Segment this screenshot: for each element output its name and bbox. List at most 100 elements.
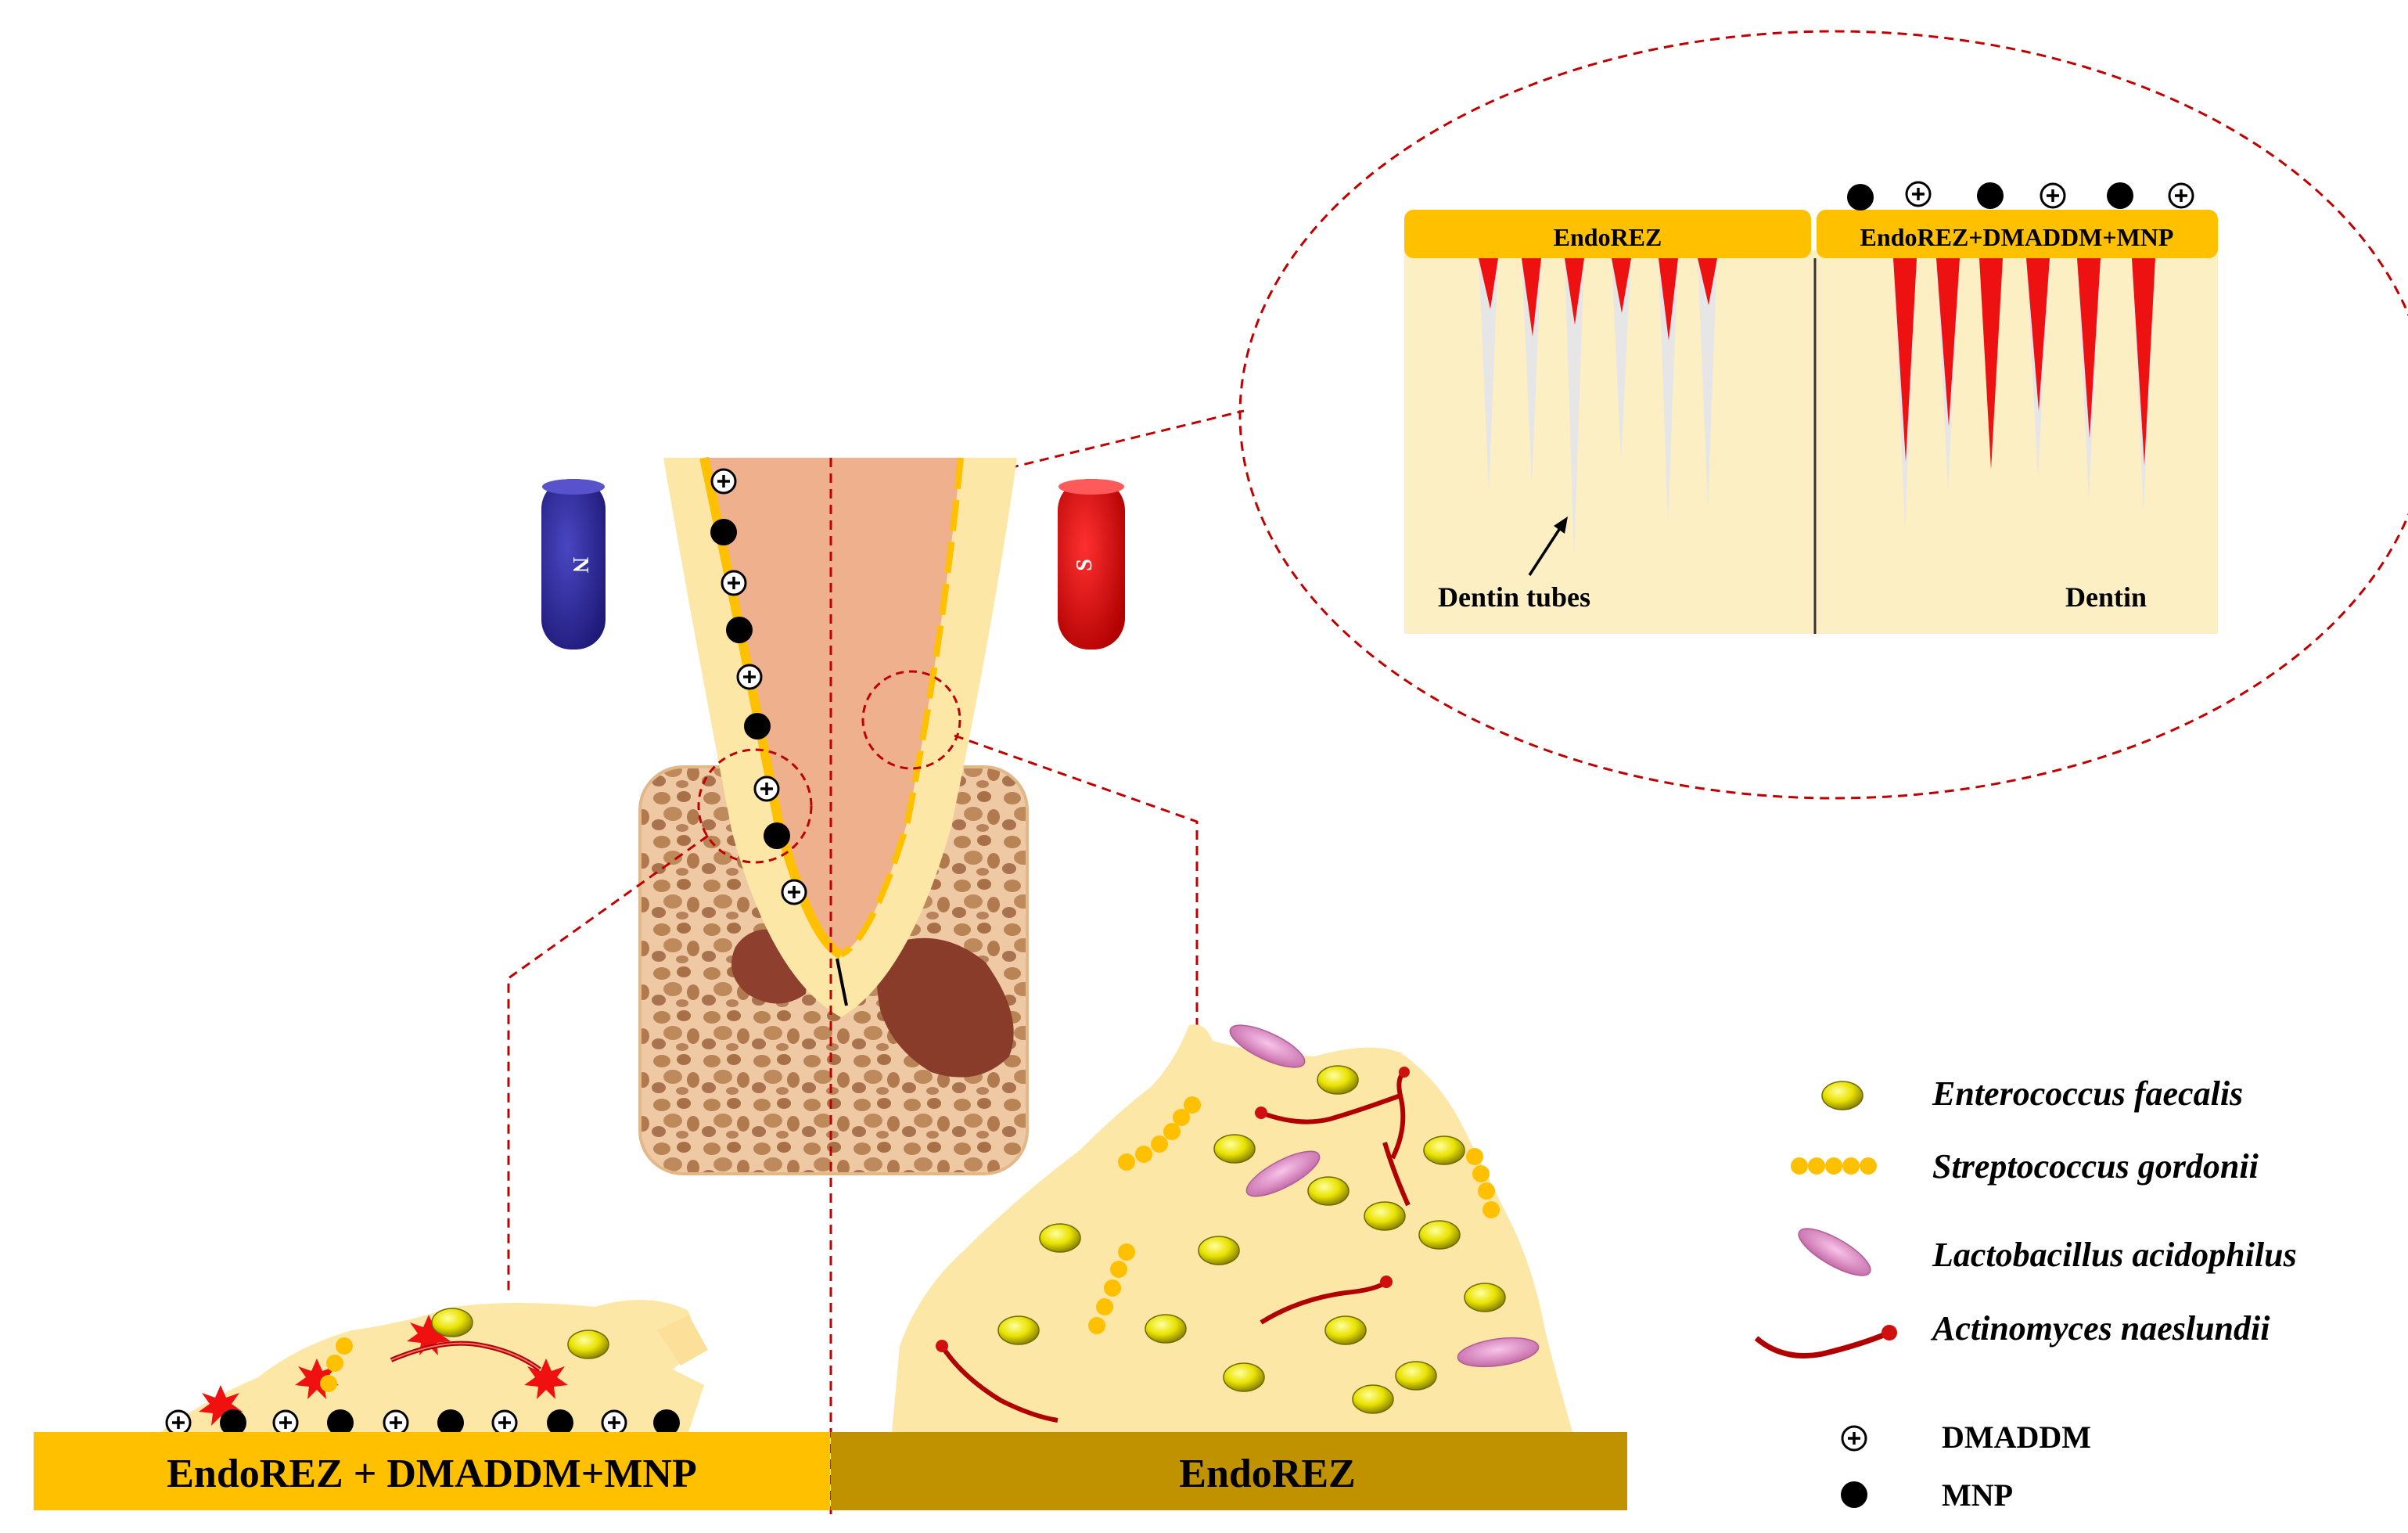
mnp-particle [220,1409,246,1436]
bar-right [831,1432,1627,1510]
inset-left-header [1404,210,1811,258]
enterococcus-cell [1198,1236,1240,1265]
dmaddm-particle [491,1409,518,1436]
dmaddm-particle [383,1409,409,1436]
legend-item-lactobacillus: Lactobacillus acidophilus [1792,1219,2297,1285]
streptococcus-cell [326,1355,343,1372]
dmaddm-particle [753,775,780,802]
enterococcus-cell [997,1315,1040,1345]
legend-label: Enterococcus faecalis [1932,1074,2243,1113]
mnp-icon [1841,1481,1867,1508]
actinomyces-icon [1754,1325,1897,1358]
root-canal [704,458,961,955]
legend-label: MNP [1942,1477,2013,1513]
bar-right-label: EndoREZ [1179,1452,1355,1496]
magnet-north: N [541,479,606,650]
mnp-particle [726,617,753,643]
mnp-particle [653,1409,680,1436]
tubes-arrow [1528,525,1563,576]
dmaddm-particle [781,879,807,905]
dmaddm-particle [721,570,747,596]
dmaddm-particle [2040,182,2066,209]
inset-left-header-label: EndoREZ [1554,223,1662,251]
enterococcus-cell [1317,1065,1359,1095]
dmaddm-icon [1841,1425,1867,1452]
inset-right-tubules [1893,258,2155,528]
magnet-south-label: S [1073,559,1097,571]
legend-label: Lactobacillus acidophilus [1932,1236,2297,1274]
lesion-right [877,937,1014,1078]
mnp-particle [1847,184,1874,211]
tooth-root [663,456,1017,1017]
dmaddm-particle [710,468,737,495]
mnp-particle [327,1409,354,1436]
enterococcus-cell [1364,1201,1406,1231]
enterococcus-cell [1223,1362,1265,1392]
sealer-left [699,456,844,959]
legend-item-dmaddm: DMADDM [1841,1420,2091,1455]
zoom-inset: EndoREZ EndoREZ+DMADDM+MNP Dentin tubes … [1008,30,2408,800]
apex-line [836,958,848,1006]
enterococcus-cell [1324,1315,1367,1345]
inset-particles [1847,181,2194,211]
enterococcus-cell [567,1330,609,1359]
tubes-label: Dentin tubes [1438,581,1590,613]
inset-right-header-label: EndoREZ+DMADDM+MNP [1860,223,2174,251]
enterococcus-cell [1464,1283,1506,1312]
tubes-arrow-head [1554,516,1568,534]
enterococcus-cell [1423,1135,1465,1165]
biofilm-left-matrix [160,1300,704,1432]
streptococcus-icon [1791,1157,1877,1175]
mnp-particle [710,519,737,545]
enterococcus-icon [1821,1081,1864,1110]
mnp-particle [2107,182,2133,209]
dmaddm-particle [601,1409,627,1436]
legend-item-mnp: MNP [1841,1477,2013,1513]
zoom-circle-left [697,748,813,864]
mnp-particle [437,1409,464,1436]
legend-label: DMADDM [1942,1420,2091,1455]
enterococcus-cell [1395,1361,1437,1391]
dmaddm-particle [2168,182,2194,209]
sealer-right [839,457,964,958]
enterococcus-cell [1418,1220,1461,1250]
dmaddm-particle [1905,181,1932,207]
legend-label: Streptococcus gordonii [1932,1147,2259,1186]
enterococcus-cell [431,1308,473,1337]
inset-left-tubules [1479,258,1717,556]
enterococcus-cell [1307,1176,1350,1206]
dentin-label: Dentin [2065,581,2147,613]
dmaddm-particle [165,1409,192,1436]
zoom-ellipse [1238,30,2408,800]
legend-label: Actinomyces naeslundii [1930,1309,2270,1348]
biofilm-left [160,1300,708,1436]
magnet-south: S [1058,479,1125,650]
streptococcus-cell [336,1337,353,1355]
dmaddm-particle [272,1409,299,1436]
legend-item-actinomyces: Actinomyces naeslundii [1754,1309,2270,1358]
legend-item-enterococcus: Enterococcus faecalis [1821,1074,2243,1113]
enterococcus-cell [1039,1223,1081,1253]
enterococcus-cell [1213,1134,1256,1164]
legend: Enterococcus faecalis Streptococcus gord… [1754,1074,2297,1513]
zoom-connector [1008,409,1245,470]
streptococcus-cell [320,1375,337,1392]
mnp-particle [1977,182,2004,209]
lactobacillus-icon [1792,1219,1878,1285]
mnp-particle [547,1409,573,1436]
biofilm-right [892,1016,1572,1432]
legend-item-streptococcus: Streptococcus gordonii [1791,1147,2259,1186]
mnp-particle [764,822,790,849]
inset-right-header [1817,210,2218,258]
connector-right [954,734,1199,1049]
dmaddm-particle [736,664,763,690]
zoom-circle-right [861,670,961,770]
magnet-north-label: N [568,557,592,573]
bar-left-label: EndoREZ + DMADDM+MNP [167,1452,696,1496]
enterococcus-cell [1145,1314,1187,1344]
mnp-particle [744,713,771,740]
bar-left [34,1432,830,1510]
connector-left [507,834,709,1291]
enterococcus-cell [1352,1384,1394,1414]
